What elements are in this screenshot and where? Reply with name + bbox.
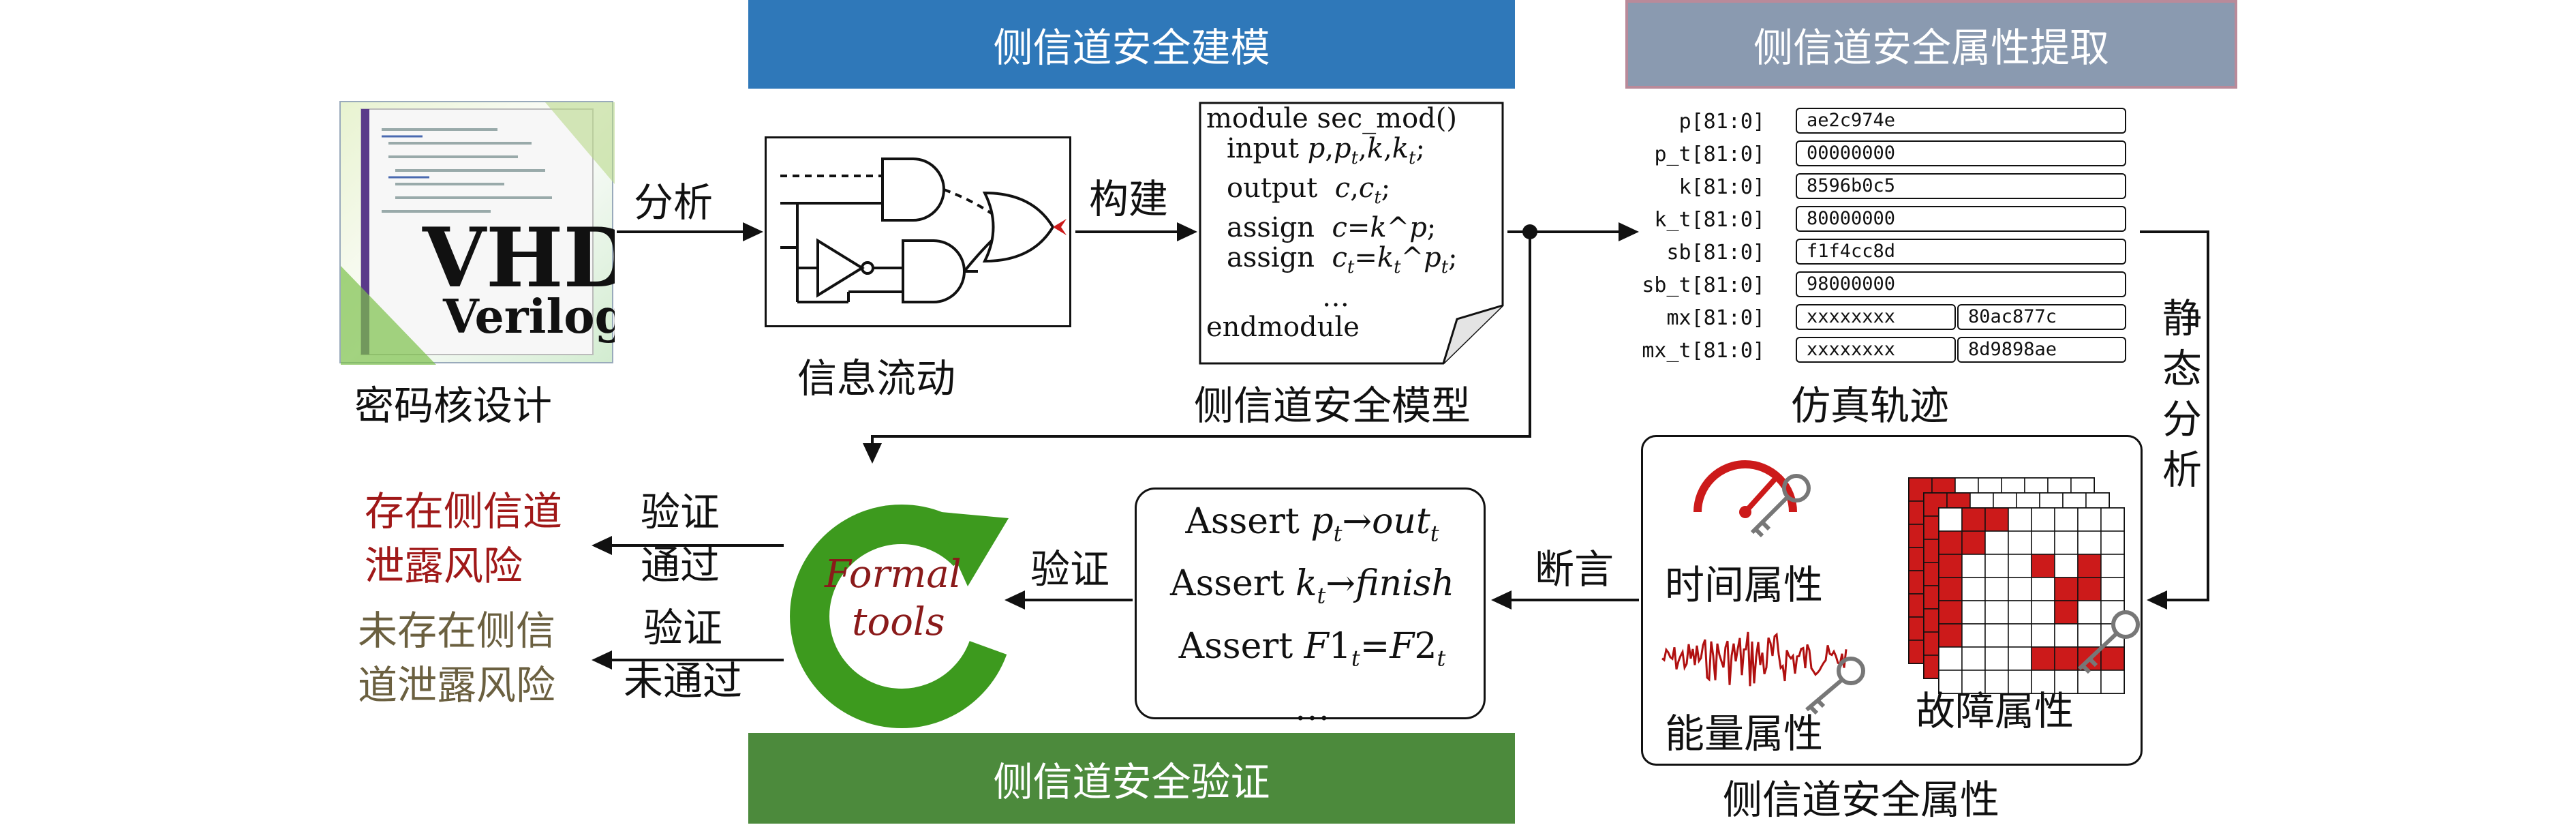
power-property-label: 能量属性 [1665, 710, 1824, 757]
trace-signal-name: p_t[81:0] [1654, 142, 1765, 166]
trace-signal-name: mx[81:0] [1666, 306, 1766, 330]
header-verification: 侧信道安全验证 [748, 733, 1515, 824]
trace-table: p[81:0] ae2c974e p_t[81:0] 00000000 k[81:0] 8… [1642, 106, 2133, 368]
code-line: output c,ct; [1227, 172, 1391, 208]
assertion-line: Assert F1t=F2t [1178, 625, 1446, 672]
assertion-line: Assert kt→finish [1170, 563, 1454, 609]
code-line: input p,pt,k,kt; [1227, 133, 1425, 168]
trace-value-box: xxxxxxxx [1796, 304, 1956, 330]
build-label: 构建 [1089, 176, 1169, 222]
fail-label-line: 验证 [643, 605, 723, 651]
assertions-box: Assert pt→outt Assert kt→finish Assert F… [1135, 487, 1486, 729]
time-property-label: 时间属性 [1665, 562, 1824, 608]
static-analysis-char: 态 [2162, 346, 2203, 392]
trace-caption: 仿真轨迹 [1791, 382, 1950, 429]
trace-value-box: 8d9898ae [1957, 337, 2126, 363]
verify-label: 验证 [1030, 546, 1110, 592]
code-line: module sec_mod() [1206, 103, 1457, 134]
design-caption: 密码核设计 [354, 382, 553, 429]
fault-property-label: 故障属性 [1916, 688, 2074, 734]
trace-row: p[81:0] ae2c974e [1642, 106, 2133, 138]
pass-label-line: 验证 [641, 489, 720, 535]
static-analysis-char: 静 [2162, 295, 2203, 342]
trace-value-box: xxxxxxxx [1796, 337, 1956, 363]
trace-signal-name: k[81:0] [1678, 175, 1765, 199]
logic-circuit [765, 136, 1071, 327]
tools-label: tools [852, 600, 945, 644]
header-modeling-label: 侧信道安全建模 [993, 25, 1270, 71]
assertion-list: Assert pt→outt Assert kt→finish Assert F… [1137, 496, 1488, 734]
header-extraction-label: 侧信道安全属性提取 [1753, 25, 2109, 71]
trace-value-box: f1f4cc8d [1796, 239, 2126, 265]
trace-row: p_t[81:0] 00000000 [1642, 138, 2133, 171]
model-caption: 侧信道安全模型 [1194, 382, 1471, 429]
result-leak-line: 存在侧信道 [365, 488, 563, 535]
model-code: module sec_mod() input p,pt,k,kt; output… [1206, 104, 1458, 342]
trace-signal-name: p[81:0] [1678, 110, 1765, 134]
trace-value-box: 80ac877c [1957, 304, 2126, 330]
trace-row: k[81:0] 8596b0c5 [1642, 171, 2133, 204]
fail-label-line: 未通过 [624, 658, 743, 704]
hdl-logo: VHDL Verilog [339, 101, 692, 365]
result-leak-line: 泄露风险 [365, 543, 523, 589]
result-no-leak: 未存在侧信 道泄露风险 [358, 603, 555, 712]
header-verification-label: 侧信道安全验证 [993, 758, 1270, 805]
trace-value-box: 8596b0c5 [1796, 173, 2126, 199]
formal-label: Formal [825, 552, 962, 597]
and-gate-top-icon [881, 158, 945, 222]
analyze-label: 分析 [634, 179, 714, 226]
result-no-leak-line: 道泄露风险 [358, 662, 556, 708]
trace-value-box: 98000000 [1796, 271, 2126, 297]
output-marker-icon [1053, 219, 1067, 235]
trace-value-box: 80000000 [1796, 206, 2126, 232]
trace-signal-name: k_t[81:0] [1654, 208, 1765, 232]
properties-panel: 时间属性 能量属性 故障属性 [1641, 435, 2143, 766]
trace-signal-name: sb_t[81:0] [1642, 273, 1765, 297]
static-analysis-label: 静 态 分 析 [2162, 293, 2202, 495]
flow-caption: 信息流动 [797, 355, 956, 402]
code-line: endmodule [1206, 312, 1360, 343]
trace-row: sb_t[81:0] 98000000 [1642, 269, 2133, 302]
power-trace-icon [1661, 631, 1847, 687]
pass-label: 验证 通过 [641, 485, 720, 592]
static-analysis-char: 分 [2162, 396, 2203, 442]
properties-caption: 侧信道安全属性 [1723, 777, 2000, 823]
trace-signal-name: sb[81:0] [1666, 241, 1766, 265]
and-gate-bottom-icon [902, 239, 966, 303]
assertion-line: Assert pt→outt [1185, 501, 1439, 547]
trace-signal-name: mx_t[81:0] [1642, 339, 1765, 363]
key-icon [2077, 610, 2140, 674]
logo-verilog: Verilog [442, 290, 615, 344]
code-line: assign c=k^p; [1227, 212, 1437, 243]
result-leak: 存在侧信道 泄露风险 [365, 484, 562, 593]
assert-label: 断言 [1535, 546, 1614, 592]
static-analysis-char: 析 [2162, 447, 2203, 493]
pass-label-line: 通过 [641, 542, 720, 588]
formal-tools: Formal tools [784, 470, 1009, 730]
key-icon [1750, 474, 1811, 538]
code-line: … [1322, 282, 1349, 313]
junction-dot [1522, 224, 1537, 239]
fault-grid-icon [1908, 477, 2125, 694]
trace-value-box: ae2c974e [1796, 108, 2126, 134]
key-icon [1805, 657, 1865, 715]
timer-gauge-icon [1693, 460, 1797, 518]
not-gate-icon [816, 238, 865, 298]
cycle-arrow-icon [790, 505, 1009, 728]
header-extraction: 侧信道安全属性提取 [1625, 0, 2237, 89]
trace-row: k_t[81:0] 80000000 [1642, 204, 2133, 237]
or-gate-icon [982, 191, 1055, 263]
fail-label: 验证 未通过 [624, 601, 742, 708]
assertion-line: … [1294, 688, 1330, 730]
header-modeling: 侧信道安全建模 [748, 0, 1515, 89]
code-sheet-icon: VHDL Verilog [341, 102, 692, 365]
code-line: assign ct=kt^pt; [1227, 242, 1458, 278]
trace-value-box: 00000000 [1796, 140, 2126, 166]
result-no-leak-line: 未存在侧信 [358, 608, 556, 654]
trace-row: sb[81:0] f1f4cc8d [1642, 237, 2133, 269]
